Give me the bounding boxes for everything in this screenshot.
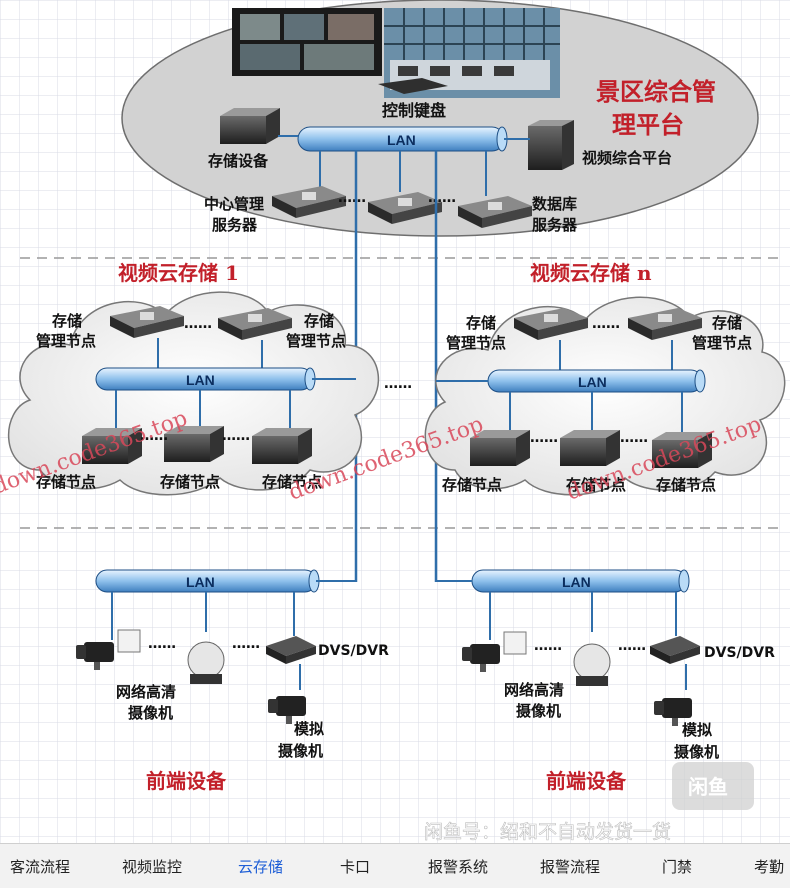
analog-camera-label-2: 摄像机	[674, 743, 719, 761]
storage-node-icon	[252, 428, 312, 464]
dvs-dvr-icon	[266, 636, 316, 664]
frontend-title-right: 前端设备	[546, 769, 627, 793]
storage-device-label: 存储设备	[208, 152, 269, 170]
storage-node-label: 存储节点	[36, 473, 96, 491]
tab-checkpoint[interactable]: 卡口	[340, 858, 371, 876]
hd-camera-label-1: 网络高清	[504, 681, 564, 699]
keyboard-label: 控制键盘	[382, 101, 446, 120]
storage-device-icon	[220, 108, 280, 144]
center-server-label-2: 服务器	[212, 216, 258, 234]
ie-icon	[503, 631, 527, 655]
lan-bar-cloud1: LAN	[95, 367, 316, 391]
analog-camera-label-1: 模拟	[294, 720, 324, 738]
lan-label: LAN	[186, 372, 215, 388]
lan-label: LAN	[387, 132, 416, 148]
lan-bar-frontend-left: LAN	[95, 569, 320, 593]
dots: ……	[148, 636, 176, 652]
video-wall-image	[232, 8, 560, 98]
hd-camera-label-2: 摄像机	[128, 704, 173, 722]
mgmt-node-label-2: 管理节点	[692, 334, 752, 352]
dots: ……	[338, 190, 366, 206]
mgmt-node-label-2: 管理节点	[446, 334, 506, 352]
analog-camera-label-1: 模拟	[682, 721, 712, 739]
dvs-label: DVS/DVR	[318, 643, 389, 659]
overlay-text: 闲鱼号：绍和不自动发货一货	[424, 821, 671, 843]
dots: ……	[618, 638, 646, 654]
storage-node-label: 存储节点	[262, 473, 322, 491]
lan-label: LAN	[578, 374, 607, 390]
bottom-tab-bar: 客流流程 视频监控 云存储 卡口 报警系统 报警流程 门禁 考勤	[0, 843, 790, 888]
center-server-label-1: 中心管理	[204, 195, 264, 213]
lan-label: LAN	[186, 574, 215, 590]
dots: ……	[534, 638, 562, 654]
cloudn-title: 视频云存储 n	[530, 261, 652, 285]
platform-title-line2: 理平台	[612, 110, 684, 139]
platform-title-line1: 景区综合管	[596, 77, 716, 106]
mgmt-node-label-1: 存储	[466, 314, 496, 332]
dots: ……	[232, 636, 260, 652]
tab-video-monitoring[interactable]: 视频监控	[122, 858, 183, 876]
dots: ……	[184, 316, 212, 332]
db-server-label-2: 服务器	[532, 216, 578, 234]
tab-attendance[interactable]: 考勤	[754, 858, 785, 876]
mgmt-node-label-1: 存储	[712, 314, 742, 332]
dome-camera-icon	[573, 643, 611, 686]
tab-passenger-flow[interactable]: 客流流程	[10, 858, 71, 876]
video-platform-icon	[528, 120, 574, 170]
storage-node-label: 存储节点	[160, 473, 220, 491]
mgmt-node-label-1: 存储	[52, 312, 82, 330]
tab-access-control[interactable]: 门禁	[662, 858, 693, 876]
lan-label: LAN	[562, 574, 591, 590]
dvs-label: DVS/DVR	[704, 645, 775, 661]
lan-bar-top: LAN	[297, 126, 508, 152]
video-platform-label: 视频综合平台	[582, 149, 672, 167]
storage-node-icon	[560, 430, 620, 466]
storage-node-label: 存储节点	[442, 476, 502, 494]
dots: ……	[530, 430, 558, 446]
dots: ……	[620, 430, 648, 446]
mgmt-node-label-2: 管理节点	[36, 332, 96, 350]
tab-alarm-system[interactable]: 报警系统	[428, 858, 489, 876]
svg-text:闲鱼: 闲鱼	[688, 775, 728, 799]
cloud1-title: 视频云存储 1	[118, 261, 239, 285]
storage-node-label: 存储节点	[566, 476, 626, 494]
dvs-dvr-icon	[650, 636, 700, 664]
dots: ……	[428, 190, 456, 206]
xianyu-logo: 闲鱼	[672, 762, 754, 810]
tab-cloud-storage[interactable]: 云存储	[238, 858, 284, 876]
mgmt-node-label-2: 管理节点	[286, 332, 346, 350]
hd-camera-label-1: 网络高清	[116, 683, 176, 701]
mgmt-node-label-1: 存储	[304, 312, 334, 330]
dots: ……	[222, 428, 250, 444]
tab-alarm-flow[interactable]: 报警流程	[540, 858, 601, 876]
frontend-title-left: 前端设备	[146, 769, 227, 793]
ie-icon	[117, 629, 141, 653]
storage-node-label: 存储节点	[656, 476, 716, 494]
hd-camera-label-2: 摄像机	[516, 702, 561, 720]
dots: ……	[592, 316, 620, 332]
lan-bar-frontend-right: LAN	[471, 569, 690, 593]
dots: ……	[384, 376, 412, 392]
dots: ……	[140, 428, 168, 444]
db-server-label-1: 数据库	[532, 195, 577, 213]
lan-bar-cloudn: LAN	[487, 369, 706, 393]
analog-camera-label-2: 摄像机	[278, 742, 323, 760]
dome-camera-icon	[187, 641, 225, 684]
